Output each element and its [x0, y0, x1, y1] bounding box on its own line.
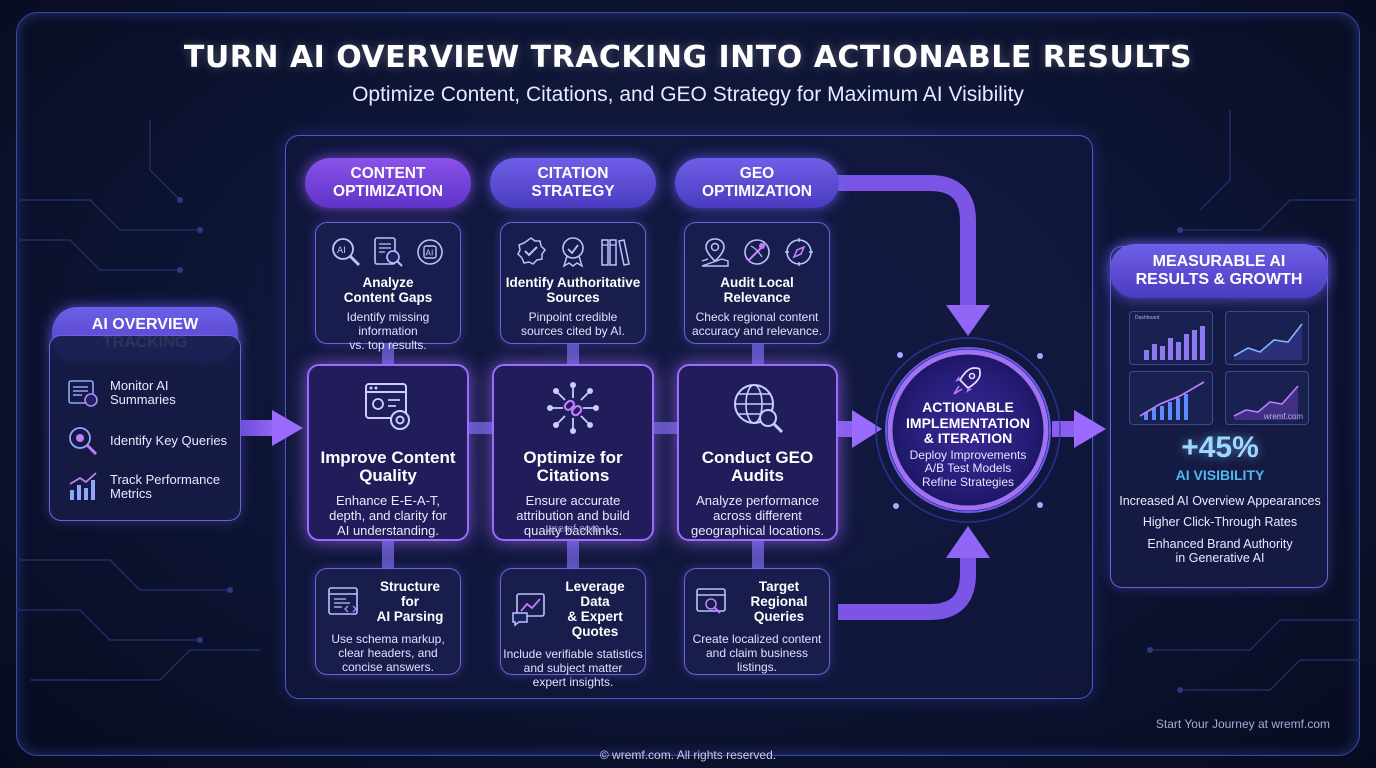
hub-line: Refine Strategies: [921, 474, 1015, 489]
performance-chart-icon: [69, 472, 97, 500]
tracking-item: Track Performance Metrics: [66, 470, 220, 504]
connector: [752, 344, 764, 366]
dashboard-bar-chart: Dashboard: [1129, 311, 1213, 365]
results-heading: MEASURABLE AI RESULTS & GROWTH: [1110, 244, 1328, 298]
globe-search-icon: [733, 384, 783, 434]
card-description: Analyze performance across different geo…: [691, 493, 824, 538]
target-regional-queries-card: Target Regional Queries Create localized…: [684, 568, 830, 675]
globe-pin-icon: [744, 239, 770, 265]
card-watermark: wremf.com: [546, 523, 600, 535]
implementation-hub: ACTIONABLE IMPLEMENTATION & ITERATION De…: [882, 399, 1054, 489]
card-description: Pinpoint credible sources cited by AI.: [520, 310, 626, 338]
schema-code-icon: [328, 586, 358, 615]
data-quote-icon: [512, 593, 545, 627]
card-title: Optimize for Citations: [523, 448, 623, 485]
result-line: Increased AI Overview Appearances: [1119, 494, 1321, 508]
map-pin-icon: [701, 238, 729, 267]
tracking-item-label: Identify Key Queries: [110, 433, 228, 448]
card-description: Check regional content accuracy and rele…: [691, 310, 823, 338]
badge-check-icon: [517, 237, 546, 265]
journey-link[interactable]: Start Your Journey at wremf.com: [1155, 717, 1330, 731]
dashboard-growth-chart: [1129, 371, 1213, 425]
books-icon: [601, 239, 630, 266]
page-subtitle: Optimize Content, Citations, and GEO Str…: [352, 83, 1024, 106]
svg-text:AI: AI: [426, 249, 434, 258]
connector: [567, 344, 579, 366]
connector: [752, 540, 764, 570]
card-title: Identify Authoritative Sources: [505, 275, 641, 305]
card-description: Create localized content and claim busin…: [692, 632, 822, 674]
improve-content-quality-card: Improve Content Quality Enhance E-E-A-T,…: [307, 364, 469, 541]
card-title: Audit Local Relevance: [720, 275, 794, 305]
results-panel: Dashboard wremf.com +45% AI VISIBILITY I…: [1110, 246, 1328, 588]
card-title: Leverage Data & Expert Quotes: [565, 579, 625, 639]
card-description: Enhance E-E-A-T, depth, and clarity for …: [329, 493, 447, 538]
connector: [652, 422, 678, 434]
award-icon: [562, 237, 584, 268]
dashboard-watermark: wremf.com: [1263, 412, 1303, 421]
result-line: Enhanced Brand Authority in Generative A…: [1147, 537, 1293, 565]
ai-summary-icon: [68, 380, 98, 407]
card-icons: [501, 235, 645, 269]
identify-authoritative-sources-card: Identify Authoritative Sources Pinpoint …: [500, 222, 646, 344]
leverage-data-card: Leverage Data & Expert Quotes Include ve…: [500, 568, 646, 689]
tracking-item: Monitor AI Summaries: [66, 376, 176, 410]
card-description: Include verifiable statistics and subjec…: [503, 647, 643, 689]
conduct-geo-audits-card: Conduct GEO Audits Analyze performance a…: [677, 364, 838, 541]
analyze-content-gaps-card: AI AI Analyze Content Gaps Identify miss…: [315, 222, 461, 352]
connector: [567, 540, 579, 570]
compass-icon: [785, 238, 813, 266]
query-search-icon: [69, 427, 98, 456]
hub-line: A/B Test Models: [924, 461, 1012, 475]
tracking-item: Identify Key Queries: [66, 424, 227, 458]
copyright: © wremf.com. All rights reserved.: [599, 748, 777, 762]
card-icons: AI AI: [316, 235, 460, 269]
svg-text:AI: AI: [337, 246, 346, 256]
card-description: Use schema markup, clear headers, and co…: [331, 632, 445, 674]
card-title: Target Regional Queries: [750, 579, 808, 624]
geo-optimization-heading: GEO OPTIMIZATION: [675, 158, 839, 208]
regional-search-icon: [696, 587, 726, 614]
link-network-icon: [547, 382, 599, 434]
tracking-item-label: Monitor AI Summaries: [110, 378, 176, 407]
rocket-icon: [953, 367, 981, 395]
dashboard-label: Dashboard: [1135, 315, 1160, 321]
connector: [382, 540, 394, 570]
connector: [468, 422, 494, 434]
visibility-stat-label: AI VISIBILITY: [1175, 467, 1265, 483]
ai-search-icon: AI: [332, 238, 361, 267]
tracking-panel: Monitor AI Summaries Identify Key Querie…: [49, 335, 241, 521]
result-line: Higher Click-Through Rates: [1142, 515, 1298, 529]
page-title: TURN AI OVERVIEW TRACKING INTO ACTIONABL…: [183, 40, 1193, 75]
dashboard-area-chart: [1225, 311, 1309, 365]
dashboard-trend-chart: wremf.com: [1225, 371, 1309, 425]
card-title: Analyze Content Gaps: [343, 275, 433, 305]
card-description: Identify missing information vs. top res…: [346, 310, 430, 352]
document-search-icon: [374, 237, 403, 267]
outer-frame: [16, 12, 1360, 756]
card-description: Ensure accurate attribution and build qu…: [516, 493, 630, 538]
card-title: Improve Content Quality: [320, 448, 456, 485]
tracking-item-label: Track Performance Metrics: [110, 472, 221, 501]
optimize-for-citations-card: Optimize for Citations Ensure accurate a…: [492, 364, 654, 541]
hub-title: ACTIONABLE IMPLEMENTATION & ITERATION: [906, 399, 1030, 446]
structure-for-ai-parsing-card: Structure for AI Parsing Use schema mark…: [315, 568, 461, 675]
connector: [382, 344, 394, 366]
content-optimization-heading: CONTENT OPTIMIZATION: [305, 158, 471, 208]
audit-local-relevance-card: Audit Local Relevance Check regional con…: [684, 222, 830, 344]
card-title: Conduct GEO Audits: [701, 448, 814, 485]
gear-window-icon: [365, 383, 410, 430]
card-icons: [685, 235, 829, 269]
ai-brain-icon: AI: [417, 239, 443, 265]
visibility-stat: +45%: [1181, 431, 1259, 464]
hub-line: Deploy Improvements: [909, 447, 1027, 462]
citation-strategy-heading: CITATION STRATEGY: [490, 158, 656, 208]
card-title: Structure for AI Parsing: [376, 579, 444, 624]
